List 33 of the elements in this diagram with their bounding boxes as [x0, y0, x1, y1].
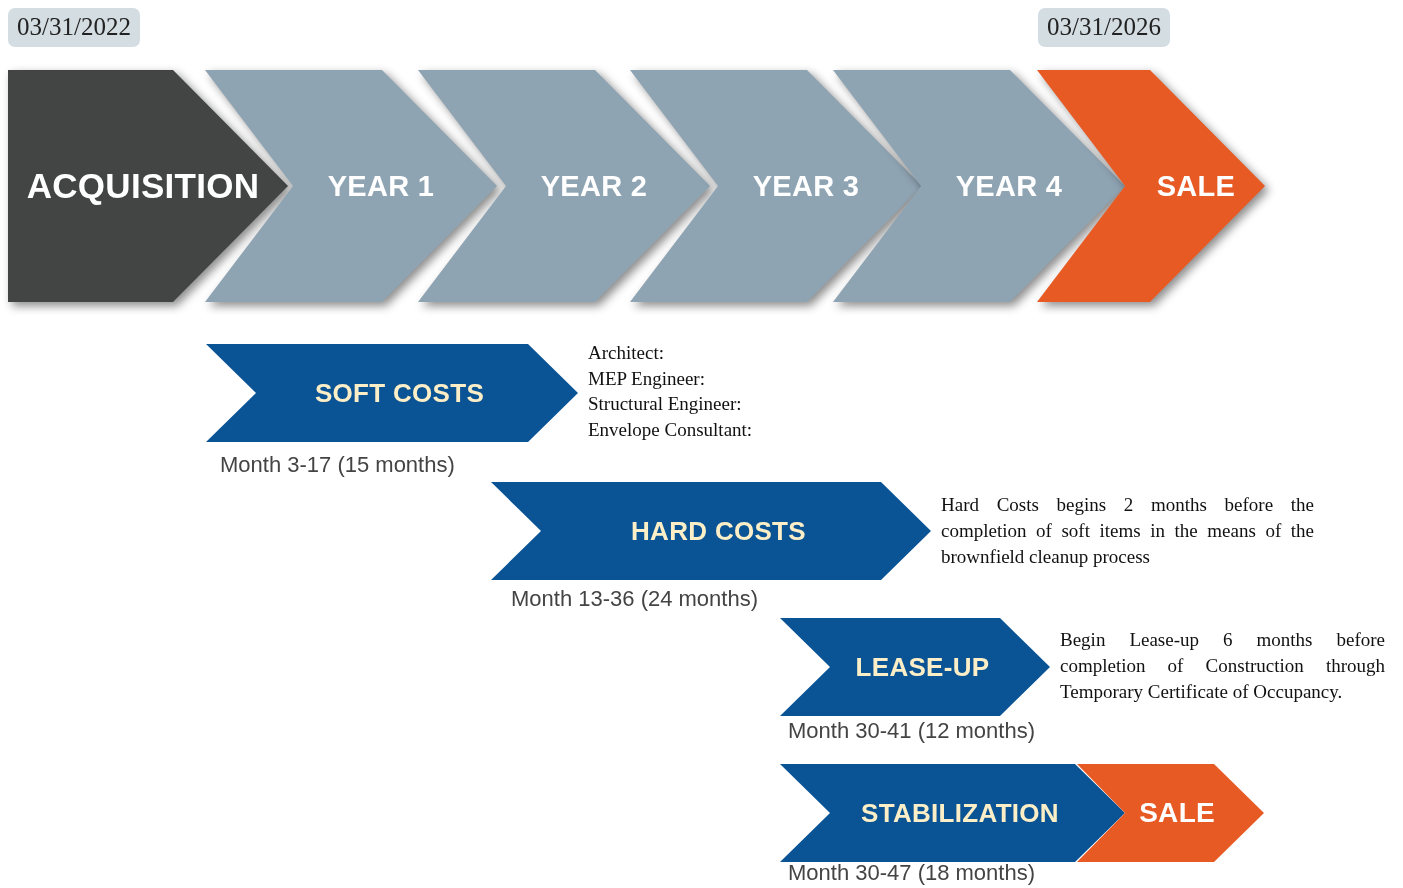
step-label: STABILIZATION — [861, 797, 1059, 829]
chevron-step — [1037, 70, 1265, 302]
duration-text: Month 30-47 (18 months) — [788, 860, 1036, 886]
chevron-step — [418, 70, 710, 302]
role-label: MEP Engineer: — [588, 368, 705, 390]
chevron-step — [833, 70, 1125, 302]
chevron-step — [780, 618, 1050, 716]
step-label: SALE — [1156, 169, 1236, 203]
role-label: Envelope Consultant: — [588, 419, 753, 441]
chevron-step — [780, 764, 1125, 862]
chevron-step — [206, 344, 578, 442]
step-label: SALE — [1139, 797, 1216, 829]
step-label: SOFT COSTS — [314, 377, 485, 409]
duration-text: Month 30-41 (12 months) — [788, 718, 1036, 744]
chevron-step — [630, 70, 922, 302]
step-label: LEASE-UP — [855, 651, 990, 683]
chevron-step — [1077, 764, 1264, 862]
duration-text: Month 3-17 (15 months) — [220, 452, 455, 478]
step-label: YEAR 3 — [752, 169, 860, 203]
role-label: Structural Engineer: — [588, 393, 742, 415]
note-text: Hard Costs begins 2 months before the completion of soft items in the means of the brownfield cleanup process — [941, 493, 1314, 569]
step-label: ACQUISITION — [26, 166, 260, 206]
note-text: Begin Lease-up 6 months before completion of Construction through Temporary Certificate of Occupancy. — [1060, 628, 1385, 704]
date-badge: 03/31/2022 — [8, 8, 140, 47]
step-label: HARD COSTS — [631, 515, 806, 547]
step-label: YEAR 4 — [955, 169, 1063, 203]
chevron-step — [491, 482, 931, 580]
chevron-step — [8, 70, 288, 302]
date-badge: 03/31/2026 — [1038, 8, 1170, 47]
step-label: YEAR 1 — [327, 169, 435, 203]
step-label: YEAR 2 — [540, 169, 648, 203]
role-label: Architect: — [588, 342, 664, 364]
duration-text: Month 13-36 (24 months) — [511, 586, 759, 612]
